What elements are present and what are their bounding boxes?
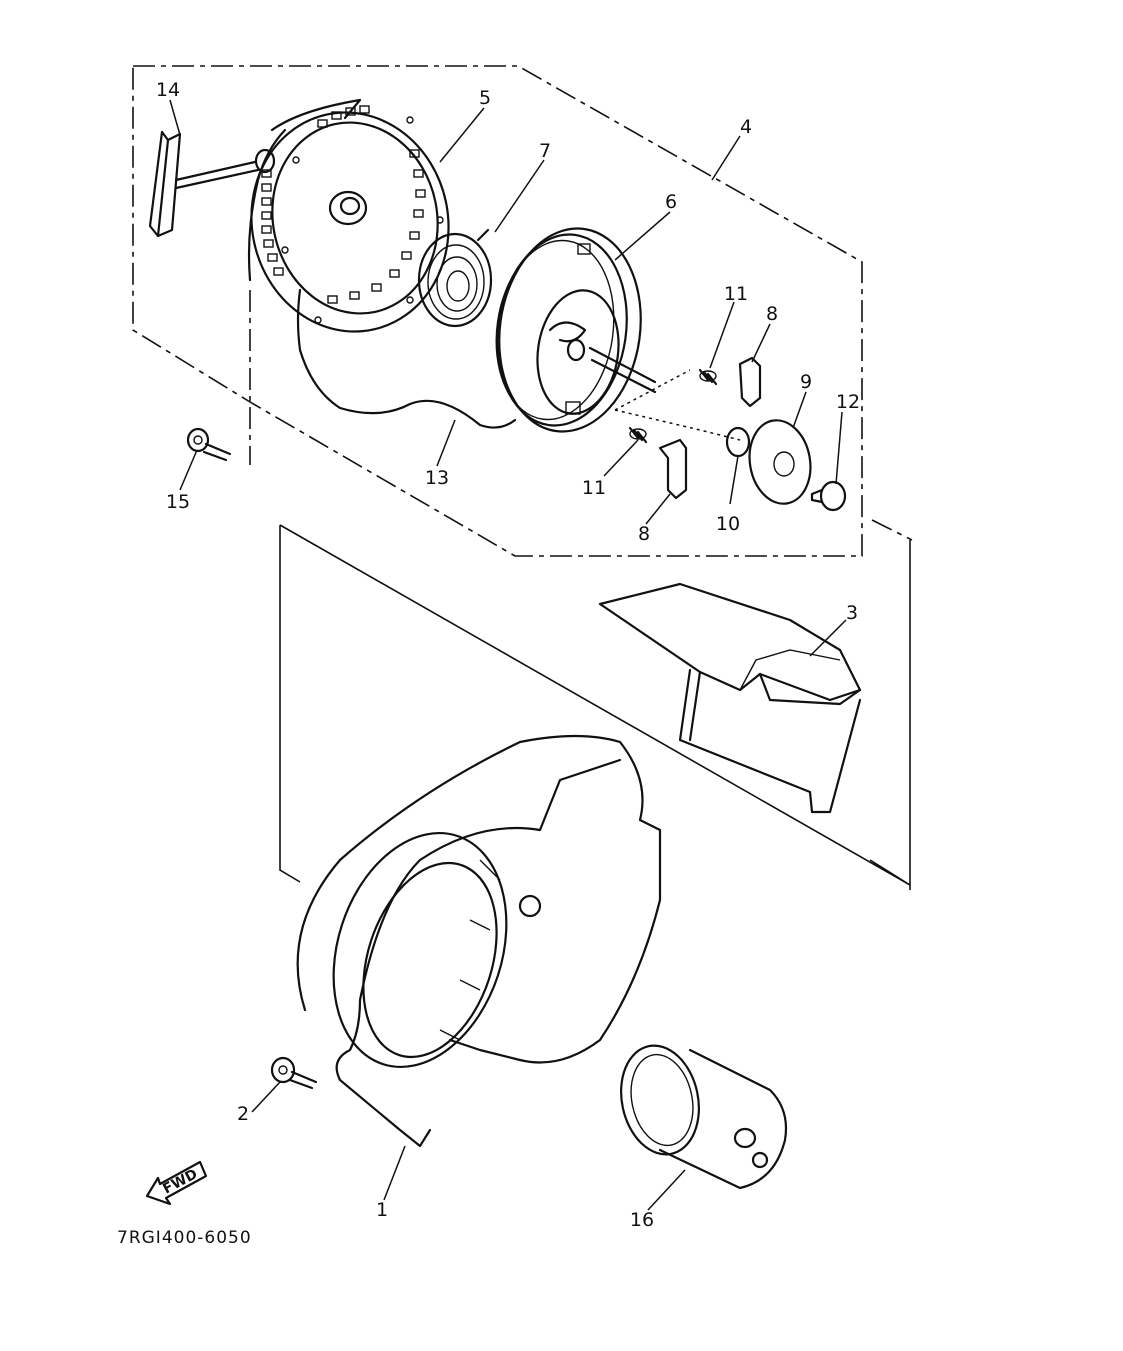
starter-cup <box>620 1044 788 1190</box>
friction-plate <box>748 419 812 505</box>
callout-leader-lines <box>169 99 847 1211</box>
group-boundary-extension <box>871 519 913 541</box>
starter-handle <box>148 130 276 238</box>
callout-6: 6 <box>665 191 677 213</box>
callout-1: 1 <box>376 1199 388 1221</box>
callout-7: 7 <box>539 140 551 162</box>
flange-bolt-upper <box>186 427 232 462</box>
starter-rope <box>296 288 517 429</box>
diagram-code: 7RGI400-6050 <box>117 1228 252 1248</box>
callout-10: 10 <box>716 513 740 535</box>
circlip <box>725 426 751 458</box>
callout-8-upper: 8 <box>766 303 778 325</box>
spiral-spring <box>417 228 493 328</box>
callout-14: 14 <box>156 79 180 101</box>
drive-pawl-upper <box>738 356 762 408</box>
forward-direction-arrow: FWD <box>145 1160 208 1206</box>
recoil-starter-group-boundary <box>132 65 863 557</box>
callout-11-upper: 11 <box>724 283 748 305</box>
callout-3: 3 <box>846 602 858 624</box>
callout-15: 15 <box>166 491 190 513</box>
callout-13: 13 <box>425 467 449 489</box>
callout-8-lower: 8 <box>638 523 650 545</box>
pawl-spring-upper <box>698 368 718 386</box>
sheave-drum <box>495 227 657 433</box>
callout-12: 12 <box>836 391 860 413</box>
starter-case <box>247 98 450 333</box>
top-cover <box>598 582 862 814</box>
plate-screw <box>810 480 847 512</box>
drive-pawl-lower <box>658 438 688 500</box>
pawl-spring-lower <box>628 426 648 444</box>
flange-bolt-lower <box>270 1056 318 1090</box>
callout-9: 9 <box>800 371 812 393</box>
lower-assembly-boundary <box>279 524 911 890</box>
callout-4: 4 <box>740 116 752 138</box>
callout-2: 2 <box>237 1103 249 1125</box>
fwd-label: FWD <box>160 1166 200 1197</box>
fan-housing <box>296 734 662 1148</box>
callout-16: 16 <box>630 1209 654 1231</box>
callout-11-lower: 11 <box>582 477 606 499</box>
callout-5: 5 <box>479 87 491 109</box>
